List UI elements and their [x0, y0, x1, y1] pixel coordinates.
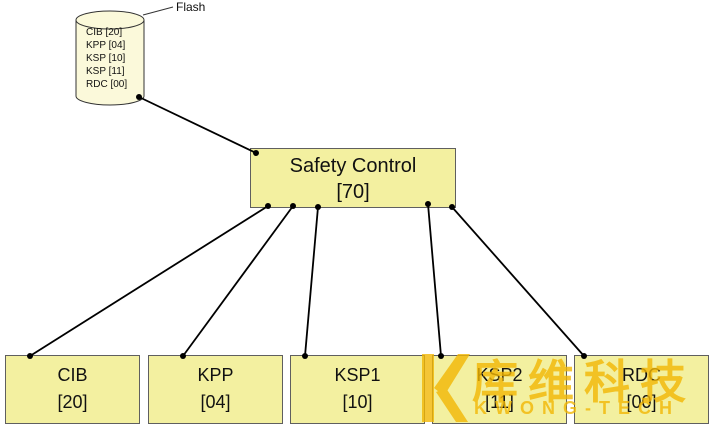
node-name: KSP1 [334, 365, 381, 385]
flash-item: KSP [10] [86, 53, 126, 64]
connector-flash-to-controller [138, 96, 257, 154]
connector-controller-to-kpp [182, 205, 294, 357]
flash-label-pointer-line [142, 6, 174, 16]
flash-item: CIB [20] [86, 27, 123, 38]
watermark-text-cn: 库维科技 [472, 356, 696, 408]
connector-controller-to-rdc [451, 206, 585, 357]
controller-name: Safety Control [289, 155, 417, 177]
controller-id: [70] [336, 181, 370, 203]
node-safety-control: Safety Control [70] [250, 148, 456, 208]
node-cib: CIB [20] [5, 355, 140, 424]
node-id: [20] [57, 392, 88, 412]
connection-dot [136, 94, 142, 100]
flash-label: Flash [176, 0, 206, 14]
connector-controller-to-cib [29, 205, 269, 357]
flash-contents: CIB [20] KPP [04] KSP [10] KSP [11] RDC … [86, 26, 127, 91]
flash-item: KPP [04] [86, 40, 126, 51]
node-name: RDC [622, 365, 661, 385]
connector-controller-to-ksp2 [427, 203, 442, 357]
node-kpp: KPP [04] [148, 355, 283, 424]
flash-item: RDC [00] [86, 79, 128, 90]
node-id: [00] [626, 392, 657, 412]
node-ksp1: KSP1 [10] [290, 355, 425, 424]
flash-item: KSP [11] [86, 66, 125, 77]
watermark-logo-icon [422, 354, 470, 422]
node-id: [04] [200, 392, 231, 412]
node-name: KSP2 [476, 365, 523, 385]
node-name: KPP [197, 365, 234, 385]
connector-controller-to-ksp1 [304, 206, 319, 357]
node-id: [11] [485, 392, 514, 412]
node-name: CIB [57, 365, 88, 385]
node-id: [10] [342, 392, 373, 412]
watermark-text-en: KWONG-TECH [474, 398, 680, 418]
